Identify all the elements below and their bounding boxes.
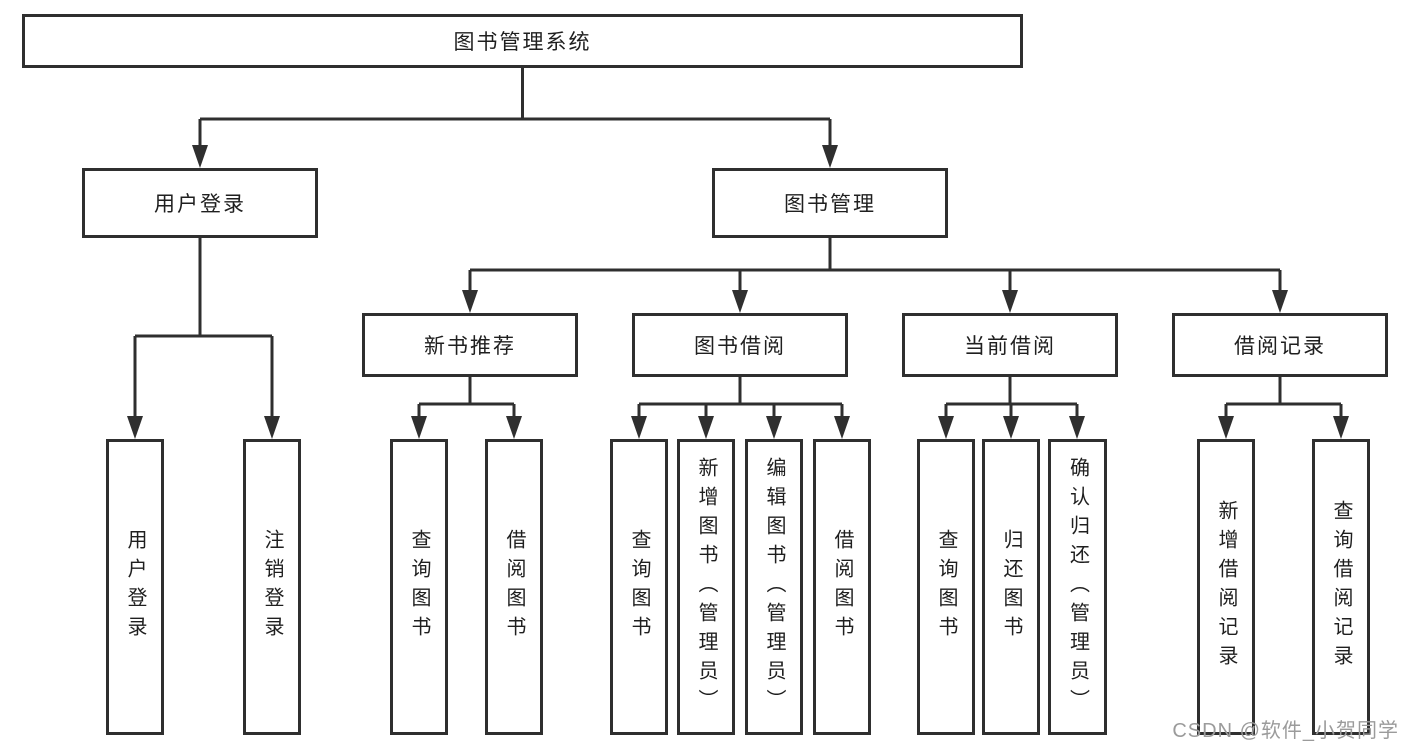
connector-book-management-children	[462, 238, 1288, 313]
node-current-borrow: 当前借阅	[902, 313, 1118, 377]
arrowhead	[264, 416, 280, 439]
connector-borrow-records-children	[1218, 377, 1349, 439]
node-query-books-recommend: 查询图书	[390, 439, 448, 735]
arrowhead	[766, 416, 782, 439]
node-borrow-books-recommend-label: 借阅图书	[503, 529, 525, 645]
node-confirm-return-admin-label: 确认归还（管理员）	[1066, 456, 1089, 718]
arrowhead	[1333, 416, 1349, 439]
node-login: 用户登录	[106, 439, 164, 735]
node-user-login-label: 用户登录	[154, 193, 246, 216]
node-add-book-admin: 新增图书（管理员）	[677, 439, 735, 735]
node-book-management-label: 图书管理	[784, 193, 876, 216]
arrowhead	[1003, 416, 1019, 439]
node-add-borrow-record-label: 新增借阅记录	[1215, 500, 1237, 674]
arrowhead	[938, 416, 954, 439]
node-current-borrow-label: 当前借阅	[964, 335, 1056, 358]
node-confirm-return-admin: 确认归还（管理员）	[1048, 439, 1107, 735]
node-logout-label: 注销登录	[261, 529, 283, 645]
arrowhead	[1218, 416, 1234, 439]
node-borrow-records: 借阅记录	[1172, 313, 1388, 377]
node-query-books-current-label: 查询图书	[935, 529, 957, 645]
arrowhead	[127, 416, 143, 439]
node-edit-book-admin: 编辑图书（管理员）	[745, 439, 803, 735]
node-return-book: 归还图书	[982, 439, 1040, 735]
node-book-system: 图书管理系统	[22, 14, 1023, 68]
node-edit-book-admin-label: 编辑图书（管理员）	[763, 456, 785, 718]
node-query-borrow-record: 查询借阅记录	[1312, 439, 1370, 735]
arrowhead	[411, 416, 427, 439]
connector-root-to-level2	[192, 68, 838, 168]
node-new-book-recommend-label: 新书推荐	[424, 335, 516, 358]
node-add-book-admin-label: 新增图书（管理员）	[695, 456, 717, 718]
node-return-book-label: 归还图书	[1000, 529, 1022, 645]
arrowhead	[1069, 416, 1085, 439]
node-borrow-records-label: 借阅记录	[1234, 335, 1326, 358]
node-borrow-books-recommend: 借阅图书	[485, 439, 543, 735]
node-query-books-borrow: 查询图书	[610, 439, 668, 735]
node-login-label: 用户登录	[124, 529, 146, 645]
arrowhead	[834, 416, 850, 439]
node-logout: 注销登录	[243, 439, 301, 735]
arrowhead	[1272, 290, 1288, 313]
node-book-borrow: 图书借阅	[632, 313, 848, 377]
node-query-books-borrow-label: 查询图书	[628, 529, 650, 645]
arrowhead	[822, 145, 838, 168]
node-book-borrow-label: 图书借阅	[694, 335, 786, 358]
arrowhead	[631, 416, 647, 439]
node-query-books-recommend-label: 查询图书	[408, 529, 430, 645]
node-query-books-current: 查询图书	[917, 439, 975, 735]
node-book-system-label: 图书管理系统	[453, 31, 592, 54]
csdn-watermark: CSDN @软件_小贺同学	[1172, 720, 1399, 742]
connector-user-login-children	[127, 238, 280, 439]
node-book-management: 图书管理	[712, 168, 948, 238]
arrowhead	[1002, 290, 1018, 313]
node-borrow-books-label: 借阅图书	[831, 529, 853, 645]
connector-current-borrow-children	[938, 377, 1085, 439]
arrowhead	[192, 145, 208, 168]
node-user-login: 用户登录	[82, 168, 318, 238]
node-add-borrow-record: 新增借阅记录	[1197, 439, 1255, 735]
node-query-borrow-record-label: 查询借阅记录	[1330, 500, 1352, 674]
connector-book-borrow-children	[631, 377, 850, 439]
node-new-book-recommend: 新书推荐	[362, 313, 578, 377]
arrowhead	[732, 290, 748, 313]
arrowhead	[698, 416, 714, 439]
arrowhead	[462, 290, 478, 313]
arrowhead	[506, 416, 522, 439]
connector-new-book-recommend-children	[411, 377, 522, 439]
node-borrow-books: 借阅图书	[813, 439, 871, 735]
